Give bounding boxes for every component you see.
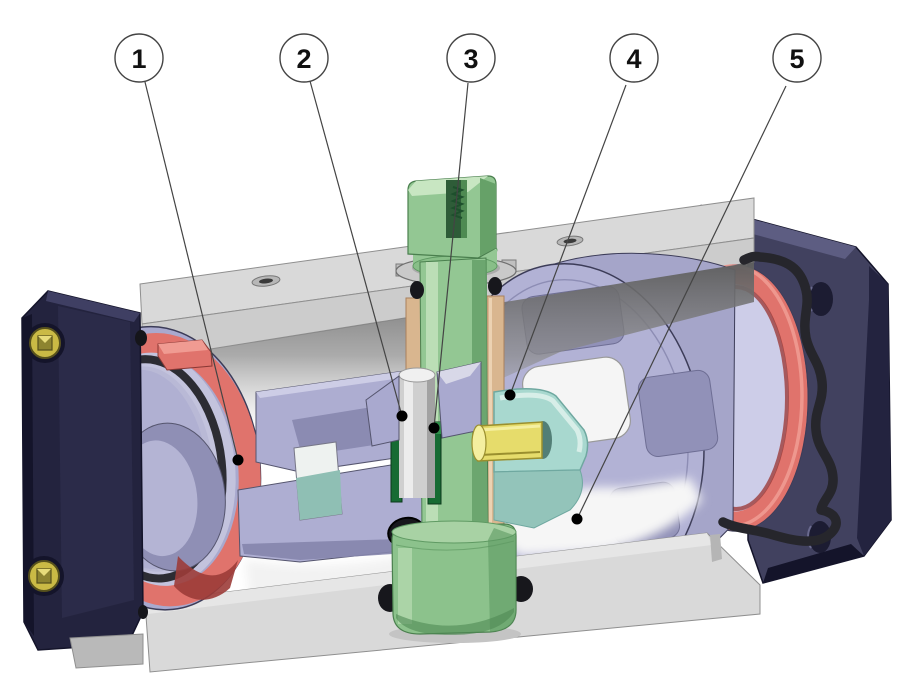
piston-yoke xyxy=(471,388,589,529)
shaft-o-ring-right xyxy=(488,277,502,295)
callout-3: 3 xyxy=(446,33,496,83)
leader-dot-5 xyxy=(571,513,583,525)
leader-line-1 xyxy=(144,81,239,461)
leader-line-2 xyxy=(309,80,403,417)
callout-4: 4 xyxy=(609,33,659,83)
top-plate-hole-left xyxy=(251,275,281,287)
leader-dot-4 xyxy=(504,389,516,401)
yoke-pin xyxy=(471,421,543,462)
callout-1-label: 1 xyxy=(131,44,146,74)
cap-screw-bottom xyxy=(24,556,64,596)
callout-3-balloon xyxy=(446,33,496,83)
leader-line-4 xyxy=(509,84,627,396)
guide-rod xyxy=(398,367,436,498)
pinion-bottom-hub xyxy=(378,520,533,643)
leader-line-3 xyxy=(433,82,469,429)
leader-dot-3 xyxy=(428,422,440,434)
callout-5-balloon xyxy=(772,33,822,83)
leader-line-5 xyxy=(576,85,787,520)
leader-dot-2 xyxy=(396,410,408,422)
cap-joint-o-ring-top xyxy=(135,330,147,346)
pinion-shaft-head xyxy=(407,175,497,259)
leader-dot-1 xyxy=(232,454,244,466)
callout-2: 2 xyxy=(279,33,329,83)
callout-2-label: 2 xyxy=(296,44,311,74)
callout-3-label: 3 xyxy=(463,44,478,74)
flange-hole-top xyxy=(809,282,833,316)
callout-1-balloon xyxy=(114,33,164,83)
callout-4-label: 4 xyxy=(626,44,641,74)
cap-screw-top xyxy=(25,323,65,363)
end-cap-o-ring-cord xyxy=(718,251,841,546)
callouts: 1 2 3 4 5 xyxy=(114,33,822,525)
callout-1: 1 xyxy=(114,33,164,83)
center-assembly xyxy=(365,175,589,643)
callout-5-label: 5 xyxy=(789,44,804,74)
callout-5: 5 xyxy=(772,33,822,83)
callout-2-balloon xyxy=(279,33,329,83)
cap-joint-o-ring-bottom xyxy=(138,605,148,619)
callout-4-balloon xyxy=(609,33,659,83)
clevis-wedge-left xyxy=(365,375,400,447)
left-end-cap xyxy=(21,290,148,669)
shaft-o-ring-left xyxy=(410,281,424,299)
